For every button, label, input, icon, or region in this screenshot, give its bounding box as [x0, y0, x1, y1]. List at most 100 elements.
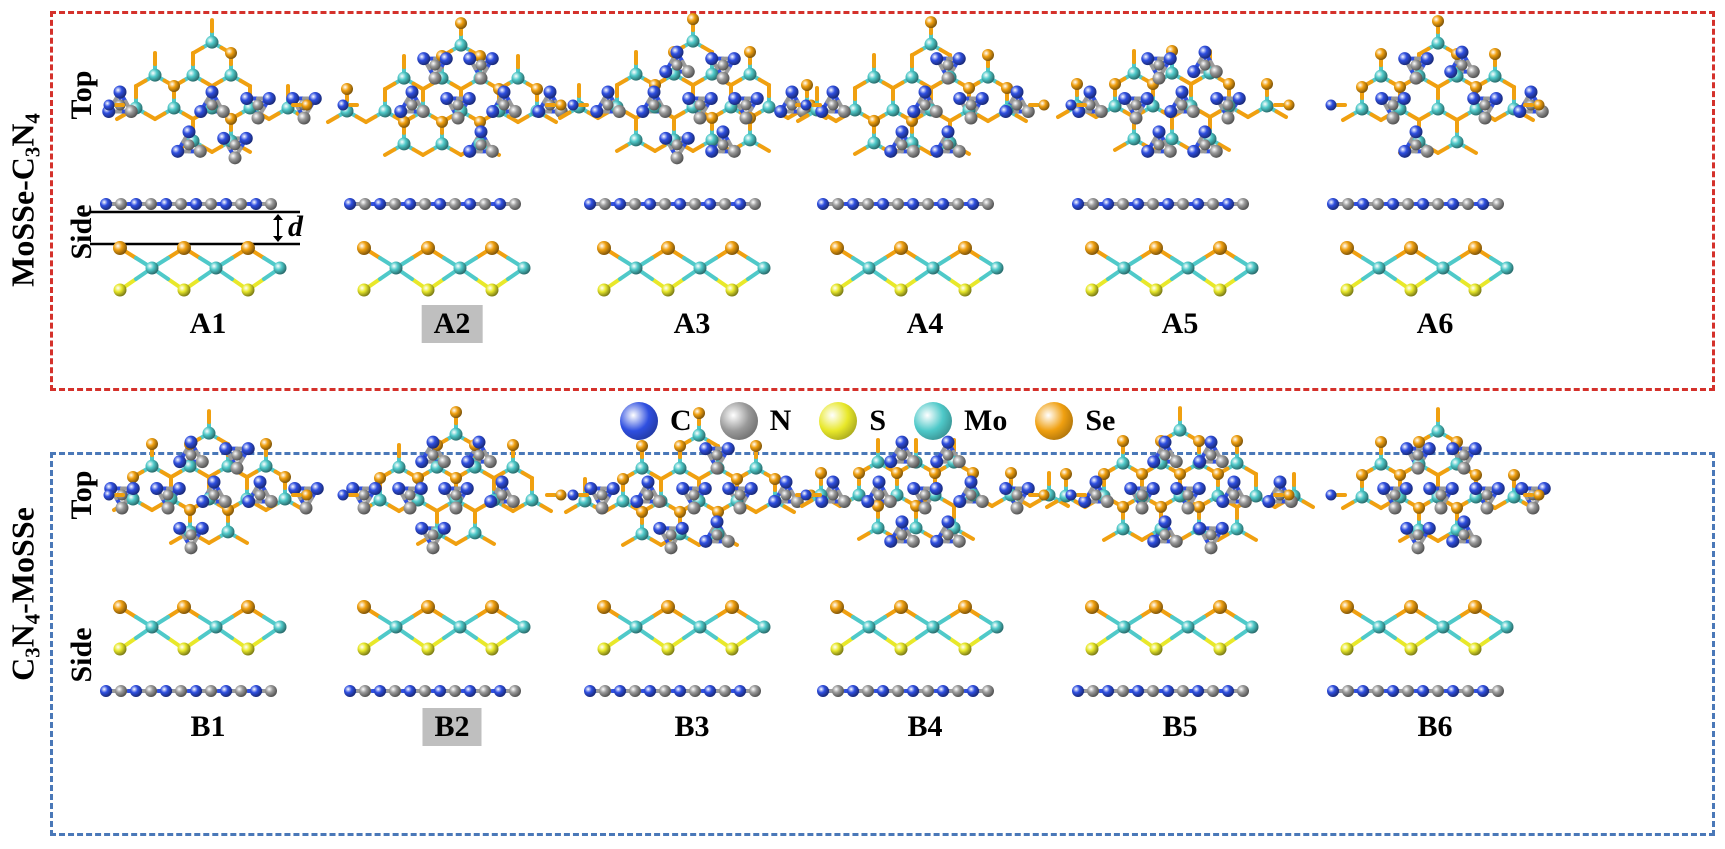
atom-s	[894, 283, 908, 297]
bond	[1246, 109, 1260, 120]
atom-c	[437, 521, 451, 535]
atom-se	[450, 406, 462, 419]
atom-se	[1470, 468, 1482, 481]
atom-c	[543, 85, 557, 99]
bond	[267, 111, 281, 122]
atom-c	[930, 534, 944, 548]
atom-s	[1213, 283, 1227, 297]
atom-c	[1445, 482, 1459, 495]
atom-n	[1135, 501, 1149, 515]
atom-mo	[616, 494, 630, 508]
bond	[1140, 532, 1154, 542]
atom-mo	[1260, 99, 1274, 113]
bond	[134, 78, 148, 89]
bond	[235, 535, 249, 545]
atom-n	[1177, 685, 1189, 697]
legend-ball-n	[719, 402, 758, 440]
atom-c	[417, 52, 431, 66]
atom-n	[670, 151, 684, 165]
atom-n	[451, 111, 465, 125]
caption-a4: A4	[906, 307, 944, 340]
atom-mo	[749, 461, 763, 475]
atom-s	[1404, 642, 1418, 656]
atom-n	[717, 139, 729, 151]
structure-a3-top	[558, 13, 828, 165]
atom-c	[647, 85, 661, 99]
atom-n	[115, 501, 129, 515]
atom-n	[145, 198, 157, 210]
atom-c	[439, 52, 453, 66]
atom-c	[895, 435, 909, 449]
atom-c	[160, 198, 172, 210]
atom-mo	[886, 103, 900, 117]
atom-mo	[990, 261, 1004, 275]
atom-c	[800, 489, 812, 501]
atom-s	[113, 283, 127, 297]
atom-mo	[867, 136, 881, 150]
atom-c	[964, 475, 978, 489]
atom-n	[452, 99, 464, 111]
atom-n	[1388, 501, 1402, 515]
atom-c	[461, 455, 475, 469]
bond	[1301, 499, 1315, 510]
atom-c	[567, 489, 579, 501]
atom-n	[479, 198, 491, 210]
bond	[191, 45, 205, 56]
atom-n	[922, 198, 934, 210]
atom-c	[704, 92, 718, 105]
atom-c	[241, 442, 255, 456]
structure-a5-side	[1072, 198, 1259, 297]
structure-b6-top	[1325, 407, 1551, 555]
atom-n	[1372, 198, 1384, 210]
atom-se	[168, 79, 180, 92]
atom-c	[1141, 144, 1155, 158]
atom-c	[404, 685, 416, 697]
atom-mo	[926, 620, 940, 634]
atom-n	[1147, 685, 1159, 697]
atom-c	[415, 455, 429, 469]
atom-c	[1227, 475, 1241, 489]
caption-b5: B5	[1162, 710, 1198, 743]
atom-c	[374, 685, 386, 697]
structure-a1-side	[100, 198, 287, 297]
bond	[1417, 46, 1431, 57]
atom-se	[1261, 77, 1273, 90]
atom-se	[507, 439, 519, 452]
atom-c	[1423, 482, 1437, 495]
atom-c	[440, 92, 454, 105]
atom-c	[286, 92, 300, 105]
atom-mo	[924, 37, 938, 51]
atom-c	[1118, 92, 1132, 105]
atom-mo	[145, 620, 159, 634]
atom-mo	[743, 67, 757, 81]
atom-mo	[278, 492, 292, 506]
atom-mo	[202, 426, 216, 440]
atom-c	[681, 131, 695, 145]
atom-n	[1182, 489, 1194, 501]
atom-c	[884, 455, 898, 469]
atom-n	[428, 71, 442, 85]
atom-n	[145, 685, 157, 697]
atom-n	[115, 198, 127, 210]
atom-c	[1515, 482, 1529, 495]
atom-c	[1399, 482, 1413, 495]
atom-mo	[1507, 490, 1521, 504]
atom-c	[937, 685, 949, 697]
atom-se	[894, 241, 908, 255]
atom-n	[642, 489, 654, 501]
atom-n	[1468, 534, 1482, 548]
atom-mo	[397, 137, 411, 151]
atom-n	[599, 198, 611, 210]
atom-c	[171, 144, 185, 158]
atom-c	[486, 105, 500, 118]
atom-c	[1409, 125, 1423, 139]
atom-se	[1468, 241, 1482, 255]
atom-c	[614, 685, 626, 697]
atom-s	[597, 283, 611, 297]
bond	[891, 80, 905, 91]
atom-c	[590, 105, 604, 118]
atom-c	[130, 198, 142, 210]
structure-b5-top	[1045, 406, 1315, 555]
atom-n	[1228, 489, 1240, 501]
caption-a3: A3	[673, 307, 711, 340]
